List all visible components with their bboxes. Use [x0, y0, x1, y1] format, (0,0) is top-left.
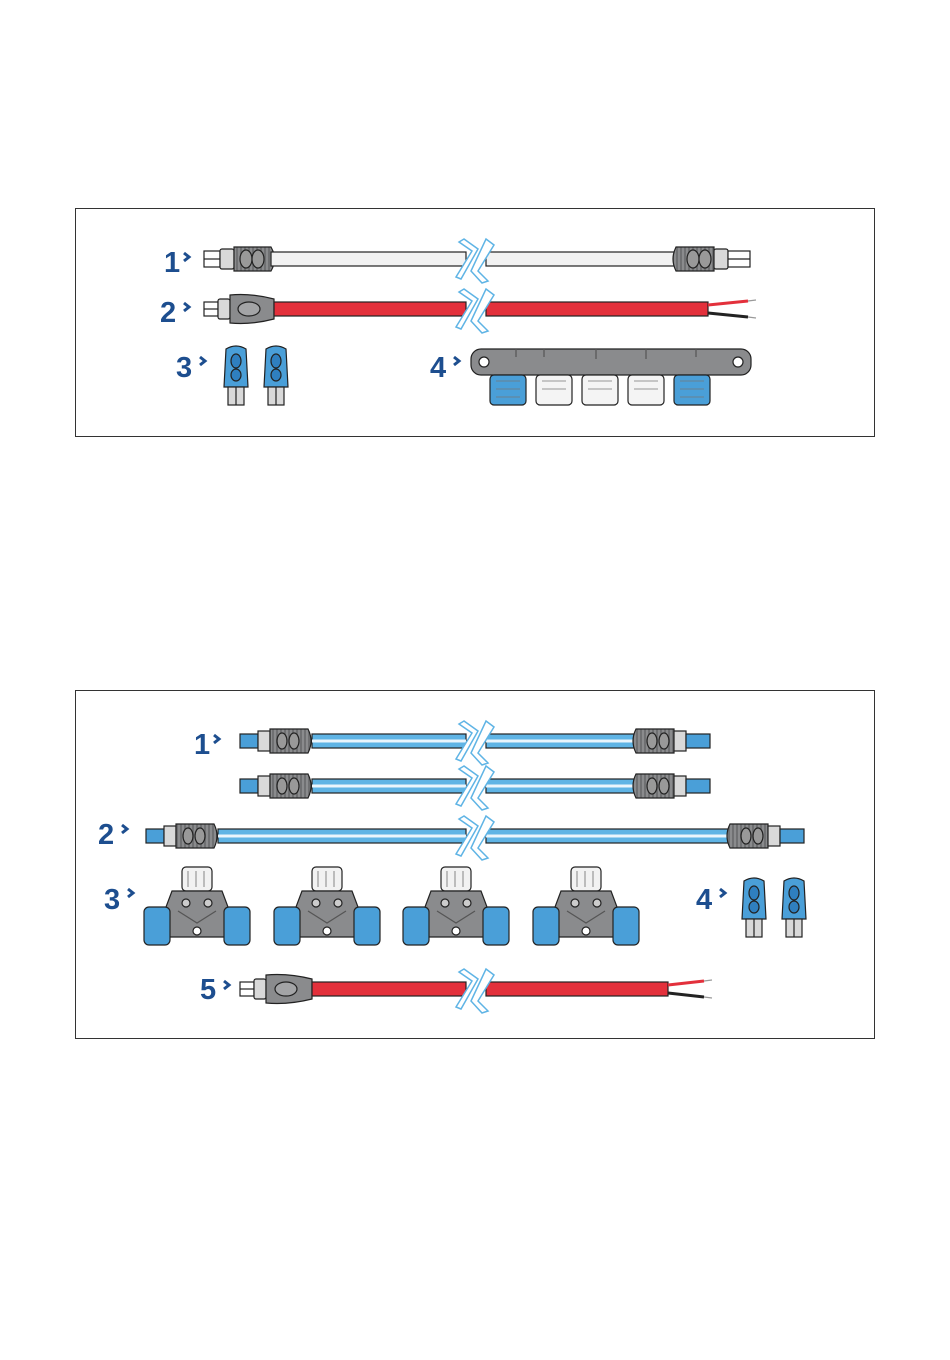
callout-number: 1 — [164, 247, 180, 279]
callout-number: 3 — [176, 352, 192, 384]
callout-arrow-icon — [184, 253, 189, 261]
callout-2: 2 — [98, 819, 127, 851]
callout-arrow-icon — [128, 889, 133, 897]
callout-number: 5 — [200, 974, 216, 1006]
panel-a-diagram: 1 2 — [76, 209, 876, 438]
callout-number: 4 — [696, 884, 712, 916]
terminator-icon — [264, 346, 288, 405]
callout-arrow-icon — [184, 303, 189, 311]
t-piece-connector-icon — [533, 867, 639, 945]
callout-arrow-icon — [122, 825, 127, 833]
t-piece-connector-icon — [403, 867, 509, 945]
callout-3: 3 — [104, 884, 133, 916]
terminator-icon — [742, 878, 766, 937]
t-piece-connector-icon — [144, 867, 250, 945]
callout-number: 3 — [104, 884, 120, 916]
callout-4: 4 — [430, 352, 459, 384]
t-piece-connector-icon — [274, 867, 380, 945]
callout-number: 1 — [194, 729, 210, 761]
callout-number: 2 — [98, 819, 114, 851]
callout-arrow-icon — [200, 357, 205, 365]
callout-number: 2 — [160, 297, 176, 329]
callout-1: 1 — [194, 729, 219, 761]
callout-arrow-icon — [454, 357, 459, 365]
callout-number: 4 — [430, 352, 446, 384]
callout-5: 5 — [200, 974, 229, 1006]
callout-arrow-icon — [224, 981, 229, 989]
callout-arrow-icon — [720, 889, 725, 897]
panel-kit-b: 1 — [75, 690, 875, 1039]
callout-2: 2 — [160, 297, 189, 329]
callout-3: 3 — [176, 352, 205, 384]
callout-1: 1 — [164, 247, 189, 279]
callout-4: 4 — [696, 884, 725, 916]
callout-arrow-icon — [214, 735, 219, 743]
panel-b-diagram: 1 — [76, 691, 876, 1040]
5-way-connector-block-icon — [471, 349, 751, 405]
panel-kit-a: 1 2 — [75, 208, 875, 437]
terminator-icon — [224, 346, 248, 405]
terminator-icon — [782, 878, 806, 937]
